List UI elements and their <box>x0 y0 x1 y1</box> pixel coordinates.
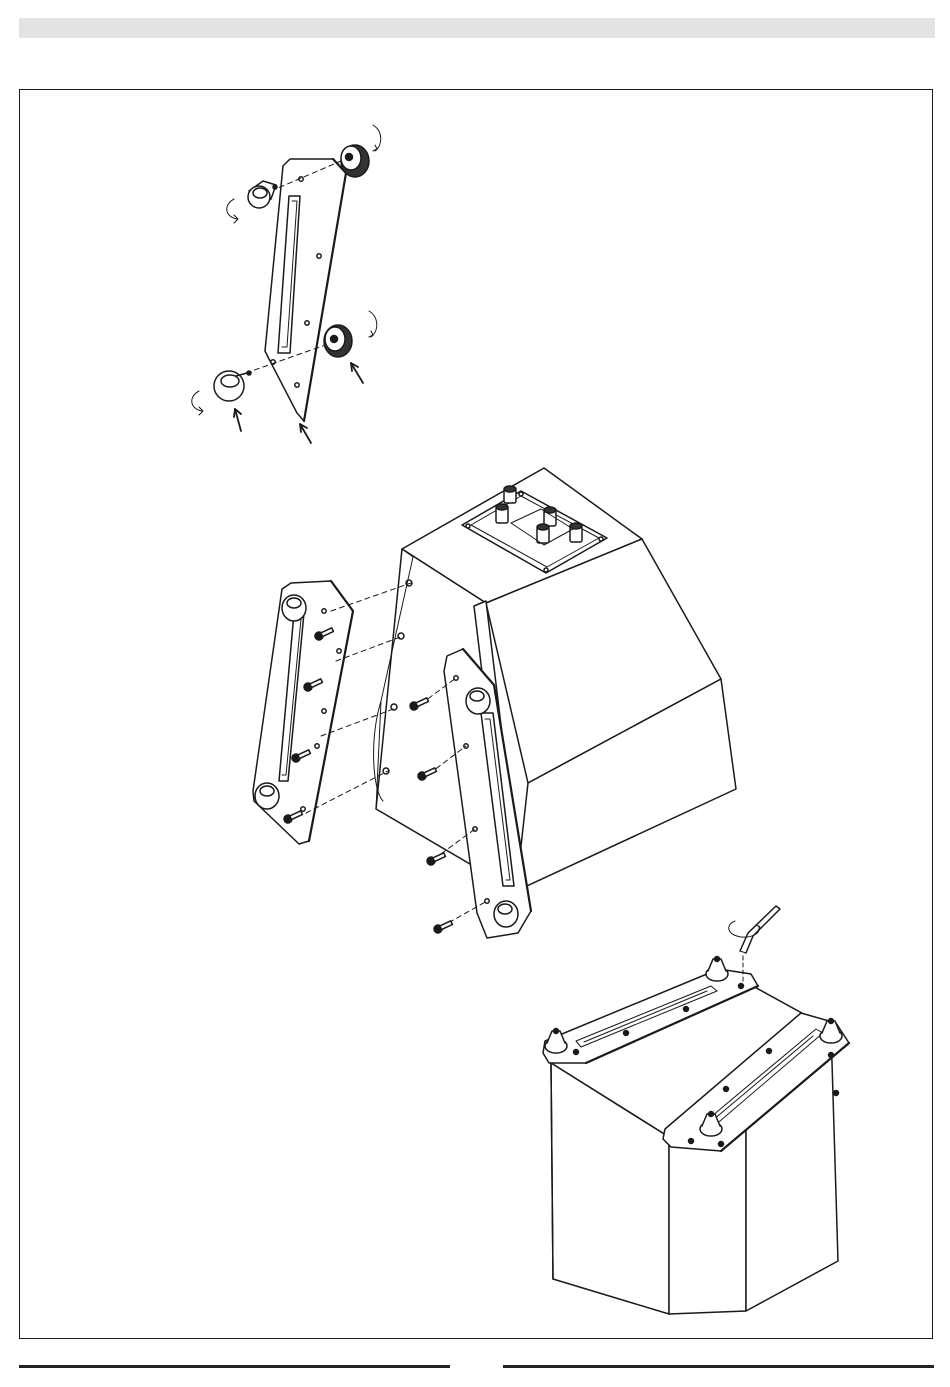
rubber-foot-bottom-left <box>214 371 251 401</box>
foot-icon <box>545 1029 567 1054</box>
bracket-feet-assembly <box>192 125 381 443</box>
figure-frame <box>19 89 933 1339</box>
foot-icon <box>706 957 728 982</box>
cabinet-bracket-mounting <box>253 468 736 938</box>
bracket-plate <box>265 159 346 421</box>
rubber-foot-top-right <box>341 145 369 177</box>
assembled-speaker <box>543 906 849 1314</box>
hex-key-icon <box>729 906 780 981</box>
rubber-foot-top-left <box>248 181 277 208</box>
header-band <box>19 18 935 38</box>
left-bracket <box>253 581 353 844</box>
footer-rule-right <box>503 1365 934 1368</box>
footer-rule-left <box>19 1365 450 1368</box>
rubber-foot-bottom-right <box>324 325 352 357</box>
